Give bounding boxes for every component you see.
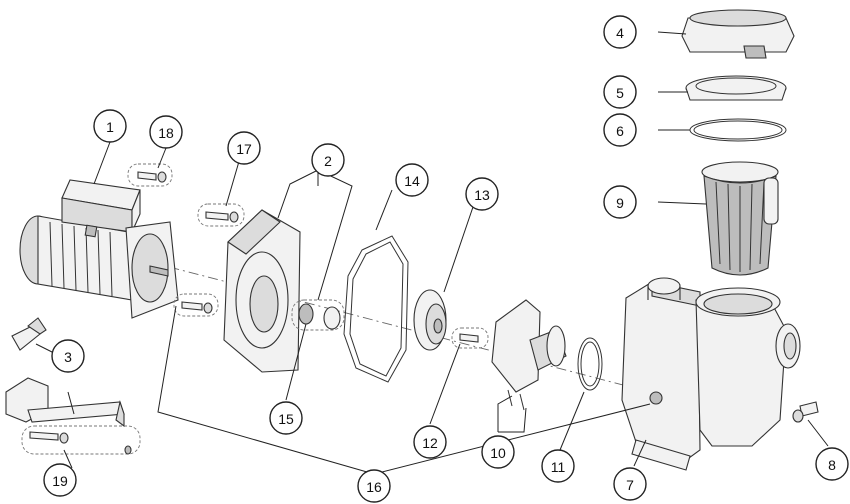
diffuser-o-ring-inner xyxy=(580,341,600,387)
callout-circle xyxy=(613,467,647,501)
callout-number: 7 xyxy=(626,477,634,493)
callout-1: 1 xyxy=(93,109,127,143)
callout-7: 7 xyxy=(613,467,647,501)
callout-circle xyxy=(603,113,637,147)
gasket-part xyxy=(343,235,409,383)
lid-ring-part xyxy=(685,75,787,101)
callout-circle xyxy=(357,469,391,503)
callout-number: 5 xyxy=(616,85,624,101)
shaft-seal-part xyxy=(291,299,345,331)
drain-plugs-part xyxy=(792,401,819,423)
callout-circle xyxy=(395,163,429,197)
callout-circle xyxy=(815,447,849,481)
callout-number: 11 xyxy=(551,459,566,475)
motor-part xyxy=(19,179,179,319)
callout-12: 12 xyxy=(413,425,447,459)
screw-washer-set-18 xyxy=(127,163,173,187)
callout-circle xyxy=(269,401,303,435)
callout-number: 16 xyxy=(366,479,382,495)
screw-washer-set-17 xyxy=(197,203,245,227)
callout-19: 19 xyxy=(43,463,77,497)
callout-10: 10 xyxy=(481,435,515,469)
base-bracket-19 xyxy=(5,377,141,455)
callout-number: 17 xyxy=(236,141,252,157)
pump-housing-part xyxy=(621,277,801,471)
callout-11: 11 xyxy=(541,449,575,483)
callout-14: 14 xyxy=(395,163,429,197)
callout-circle xyxy=(481,435,515,469)
callout-15: 15 xyxy=(269,401,303,435)
callout-17: 17 xyxy=(227,131,261,165)
callout-circle xyxy=(413,425,447,459)
callout-circle xyxy=(227,131,261,165)
callout-circle xyxy=(311,143,345,177)
callout-16: 16 xyxy=(357,469,391,503)
leader-lines xyxy=(35,31,829,475)
callout-number: 12 xyxy=(422,435,438,451)
mounting-foot-3 xyxy=(11,317,47,351)
callout-number: 4 xyxy=(616,25,624,41)
callout-number: 15 xyxy=(278,411,294,427)
callout-8: 8 xyxy=(815,447,849,481)
lid-o-ring-part xyxy=(689,118,787,142)
callout-6: 6 xyxy=(603,113,637,147)
callout-18: 18 xyxy=(149,115,183,149)
callout-3: 3 xyxy=(51,339,85,373)
impeller-part xyxy=(413,289,447,351)
callout-circle xyxy=(43,463,77,497)
callout-2: 2 xyxy=(311,143,345,177)
callout-circle xyxy=(603,75,637,109)
callout-circle xyxy=(149,115,183,149)
strainer-basket-part xyxy=(701,161,779,276)
callout-number: 13 xyxy=(474,187,490,203)
screw-washer-set-16a xyxy=(173,293,219,317)
diffuser-o-ring xyxy=(577,337,603,391)
callout-5: 5 xyxy=(603,75,637,109)
callout-number: 10 xyxy=(490,445,506,461)
diffuser-part xyxy=(491,299,567,411)
callout-circle xyxy=(603,185,637,219)
callout-4: 4 xyxy=(603,15,637,49)
callout-13: 13 xyxy=(465,177,499,211)
callout-number: 8 xyxy=(828,457,836,473)
impeller-screw-12 xyxy=(451,327,489,349)
callout-number: 18 xyxy=(158,125,174,141)
callout-circle xyxy=(465,177,499,211)
callout-number: 2 xyxy=(324,153,332,169)
strainer-lid-part xyxy=(681,9,795,59)
callout-circle xyxy=(541,449,575,483)
callout-number: 1 xyxy=(106,119,114,135)
callout-circle xyxy=(603,15,637,49)
callout-number: 6 xyxy=(616,123,624,139)
callout-9: 9 xyxy=(603,185,637,219)
callout-number: 14 xyxy=(404,173,420,189)
callout-number: 3 xyxy=(64,349,72,365)
callout-number: 9 xyxy=(616,195,624,211)
callout-circle xyxy=(93,109,127,143)
callout-number: 19 xyxy=(52,473,68,489)
callout-circle xyxy=(51,339,85,373)
seal-plate-part xyxy=(223,209,301,373)
